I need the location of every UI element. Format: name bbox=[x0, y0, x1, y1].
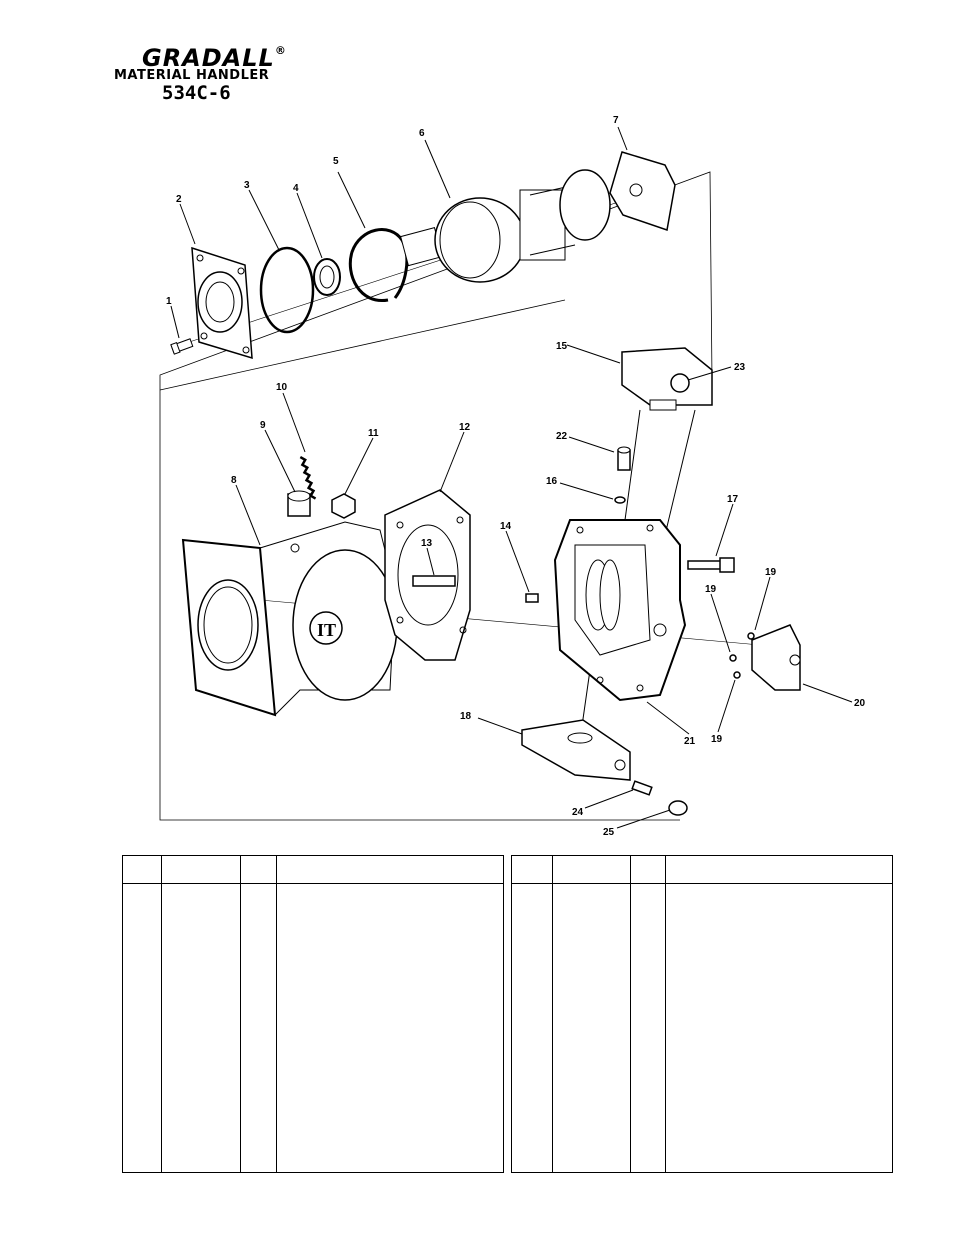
svg-text:IT: IT bbox=[317, 620, 336, 640]
callout-21: 21 bbox=[684, 736, 696, 747]
callout-3: 3 bbox=[244, 180, 250, 191]
column-divider bbox=[630, 856, 631, 1172]
model-number: 534C-6 bbox=[162, 82, 231, 104]
brand-name: GRADALL® bbox=[142, 44, 287, 72]
part-plug-25 bbox=[668, 800, 688, 816]
callout-2: 2 bbox=[176, 194, 182, 205]
column-divider bbox=[552, 856, 553, 1172]
callout-14: 14 bbox=[500, 521, 512, 532]
callout-15: 15 bbox=[556, 341, 568, 352]
callout-12: 12 bbox=[459, 422, 471, 433]
part-o-ring-16 bbox=[614, 496, 626, 504]
callout-20: 20 bbox=[854, 698, 866, 709]
callout-19a: 19 bbox=[765, 567, 777, 578]
part-o-ring-19b bbox=[729, 654, 737, 662]
callout-24: 24 bbox=[572, 807, 584, 818]
callout-1: 1 bbox=[166, 296, 172, 307]
part-plug-9 bbox=[287, 490, 311, 517]
callout-10: 10 bbox=[276, 382, 288, 393]
callout-25: 25 bbox=[603, 827, 615, 838]
callout-18: 18 bbox=[460, 711, 472, 722]
part-port-plate-21 bbox=[553, 519, 687, 702]
callout-6: 6 bbox=[419, 128, 425, 139]
top-plane-outline bbox=[159, 171, 713, 390]
table-header-row bbox=[123, 856, 503, 884]
part-flange-plate-2 bbox=[191, 246, 253, 360]
part-o-ring-19a bbox=[747, 632, 755, 640]
part-nut-11 bbox=[331, 493, 356, 519]
column-divider bbox=[161, 856, 162, 1172]
part-o-ring-19c bbox=[733, 671, 741, 679]
main-plane-outline bbox=[159, 390, 680, 821]
callout-11: 11 bbox=[368, 428, 379, 439]
part-valve-20 bbox=[751, 624, 801, 691]
part-gasket-12 bbox=[384, 489, 471, 661]
part-pin-13 bbox=[412, 575, 456, 587]
callout-8: 8 bbox=[231, 475, 237, 486]
exploded-parts-diagram: IT bbox=[159, 115, 866, 838]
registered-mark: ® bbox=[274, 44, 287, 57]
parts-table-right bbox=[511, 855, 893, 1173]
part-bolt-17 bbox=[687, 557, 735, 573]
callout-labels: 1 2 3 4 5 6 7 8 9 10 11 12 13 14 15 16 1… bbox=[166, 115, 866, 838]
table-header-row bbox=[512, 856, 892, 884]
callout-7: 7 bbox=[613, 115, 619, 126]
part-rotating-group-6 bbox=[400, 169, 611, 283]
column-divider bbox=[276, 856, 277, 1172]
column-divider bbox=[240, 856, 241, 1172]
part-dowel-14 bbox=[525, 593, 539, 603]
part-o-ring-3 bbox=[259, 246, 315, 334]
callout-19b: 19 bbox=[705, 584, 717, 595]
gradall-logo: GRADALL® MATERIAL HANDLER 534C-6 bbox=[112, 44, 302, 108]
callout-4: 4 bbox=[293, 183, 299, 194]
part-control-block-18 bbox=[521, 719, 631, 781]
parts-table-left bbox=[122, 855, 504, 1173]
callout-5: 5 bbox=[333, 156, 339, 167]
part-housing-8: IT bbox=[181, 521, 398, 717]
part-washer-4 bbox=[313, 258, 341, 296]
part-screw-22 bbox=[617, 446, 631, 471]
column-divider bbox=[665, 856, 666, 1172]
part-spring-10 bbox=[299, 455, 317, 500]
part-control-block-15 bbox=[621, 347, 713, 411]
callout-19c: 19 bbox=[711, 734, 723, 745]
part-bolt-1 bbox=[170, 338, 194, 355]
callout-9: 9 bbox=[260, 420, 266, 431]
callout-23: 23 bbox=[734, 362, 746, 373]
part-snap-ring-5 bbox=[348, 228, 409, 302]
brand-subtitle: MATERIAL HANDLER bbox=[114, 68, 270, 83]
callout-22: 22 bbox=[556, 431, 568, 442]
part-set-screw-24 bbox=[631, 780, 653, 796]
part-valve-plate-7 bbox=[609, 151, 676, 231]
callout-16: 16 bbox=[546, 476, 558, 487]
callout-13: 13 bbox=[421, 538, 433, 549]
callout-17: 17 bbox=[727, 494, 739, 505]
